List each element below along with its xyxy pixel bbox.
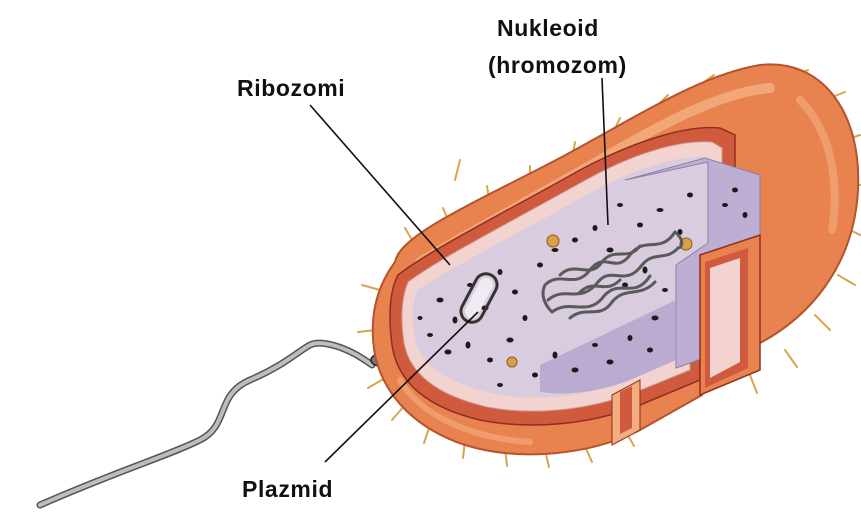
nucleoid-label: Nukleoid	[497, 15, 599, 41]
chromosome-label: (hromozom)	[488, 52, 627, 78]
flagellum	[40, 343, 403, 505]
plasmid-label: Plazmid	[242, 476, 333, 502]
ribosomes-leader	[310, 105, 450, 265]
ribosomes-label: Ribozomi	[237, 75, 345, 101]
